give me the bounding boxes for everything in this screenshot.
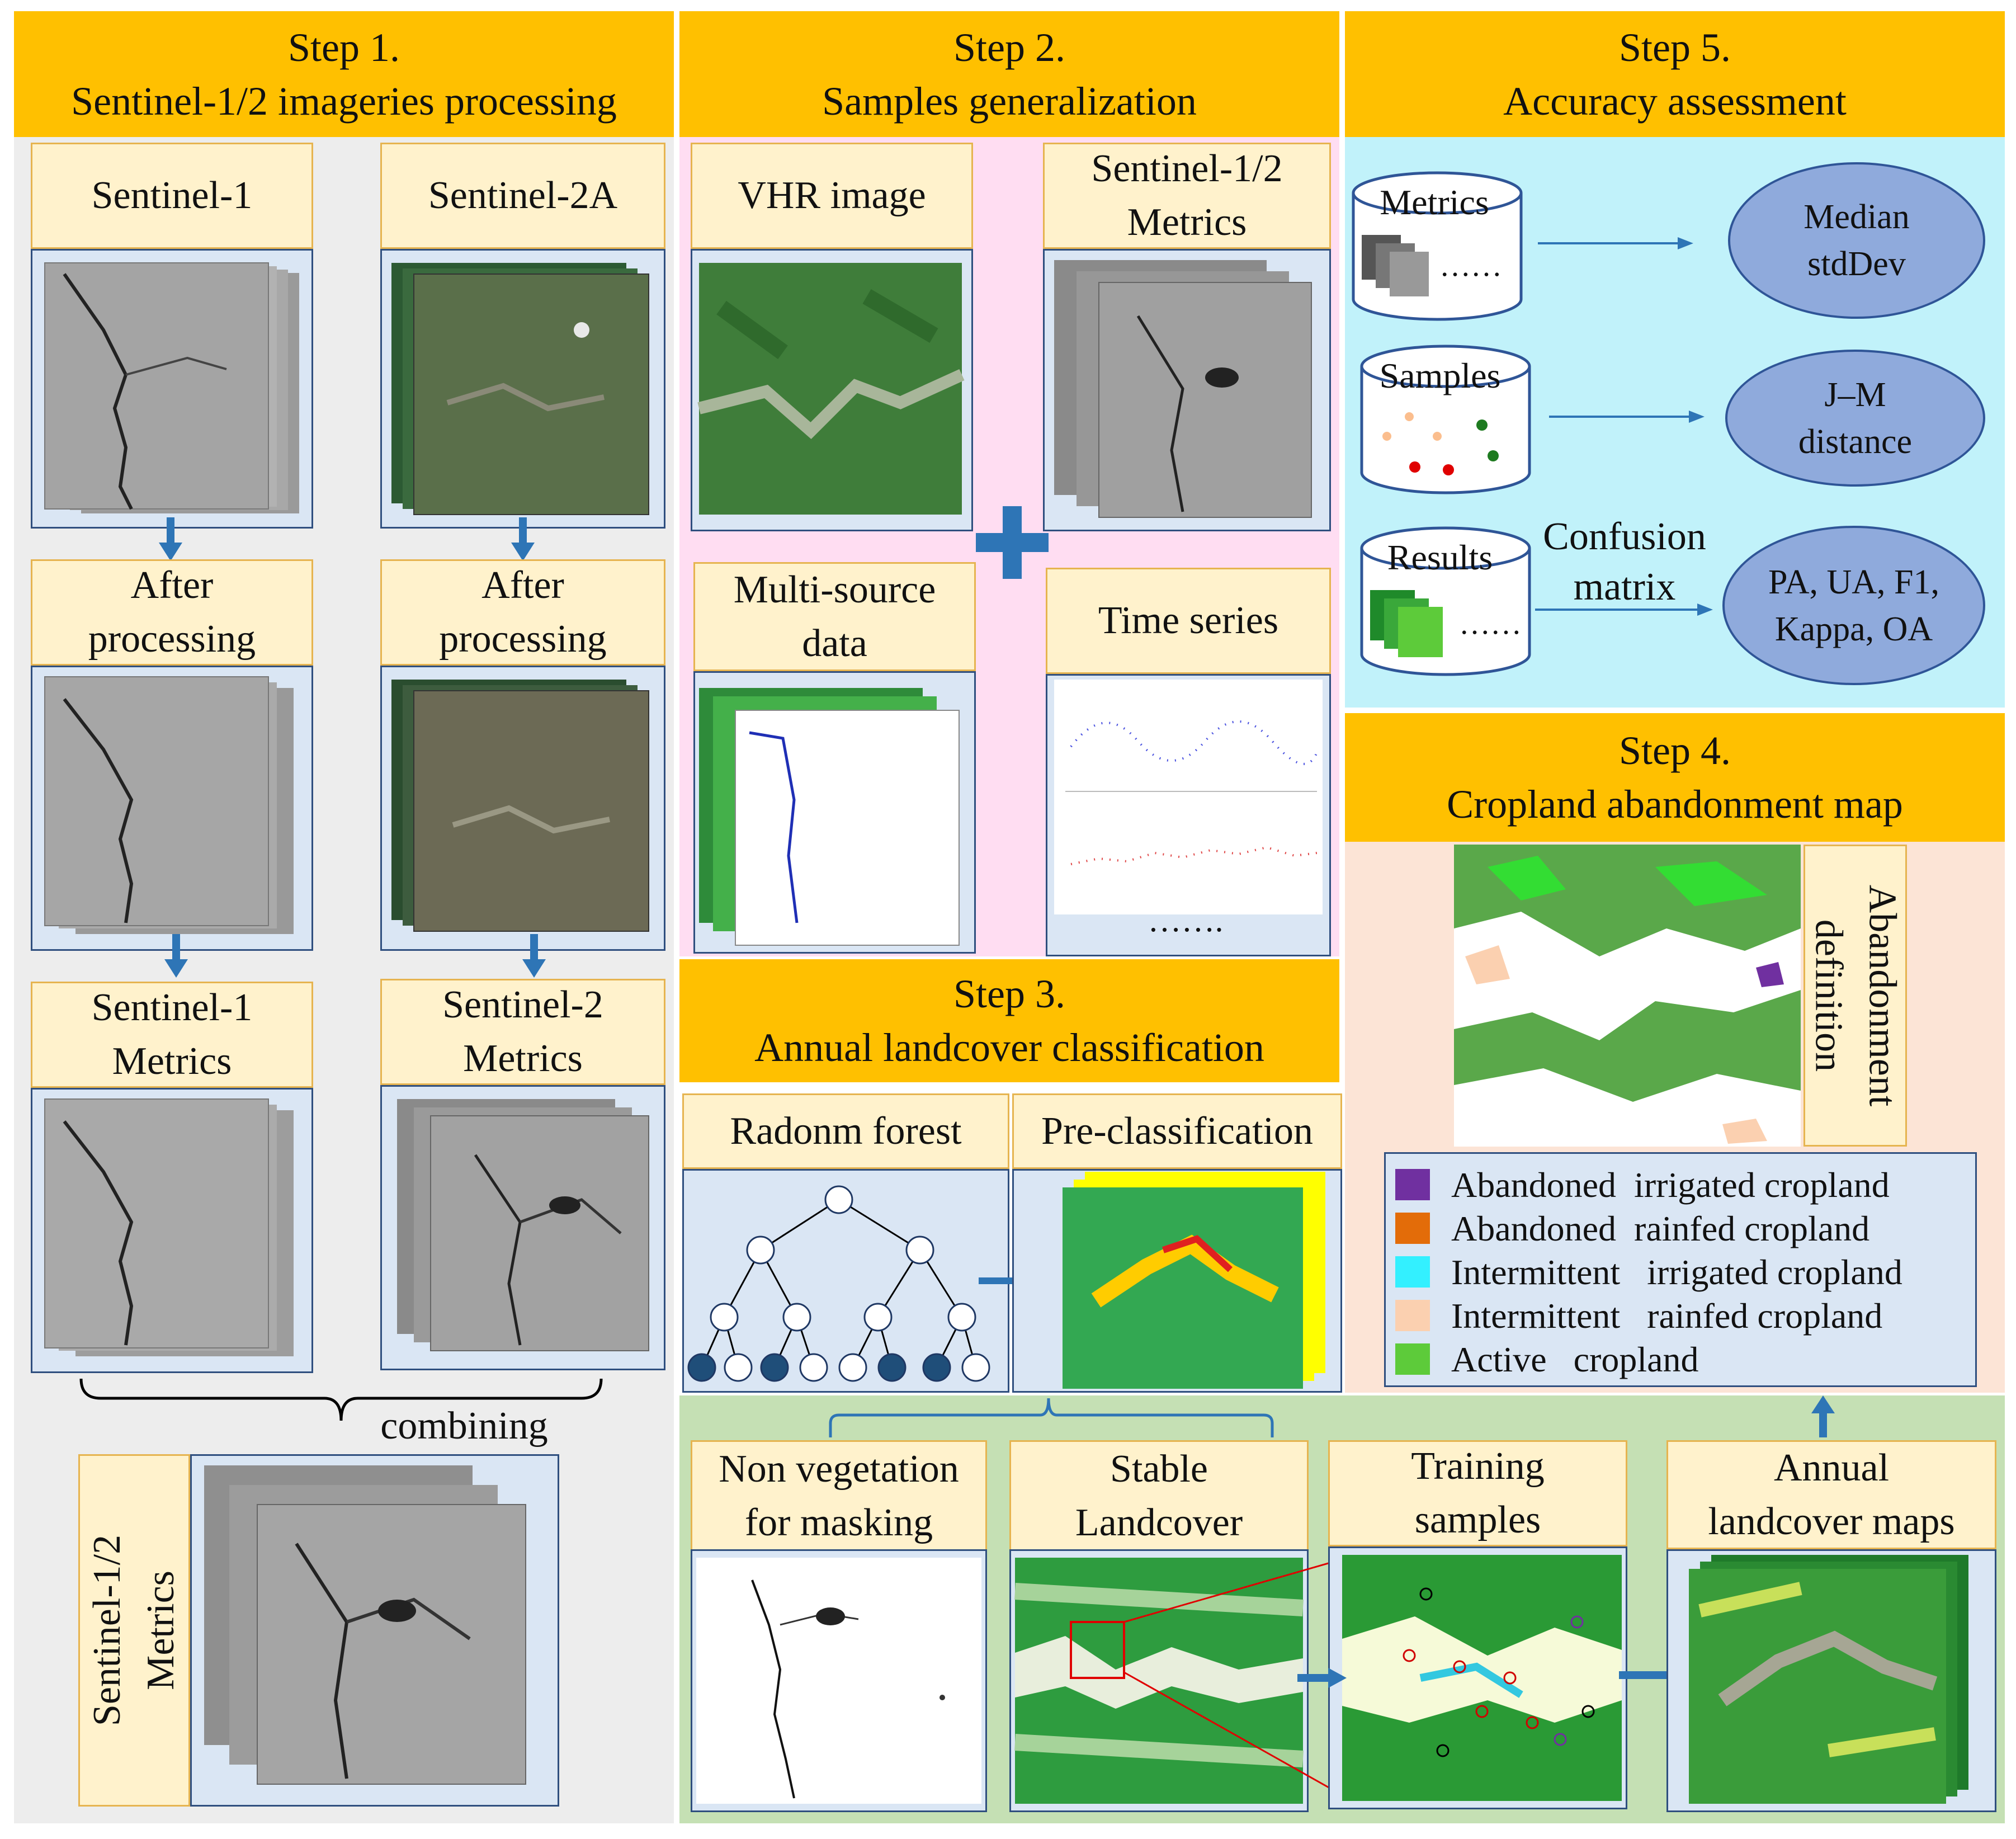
legend-label: Intermittent rainfed cropland (1451, 1296, 1883, 1336)
step2-header: Step 2. Samples generalization (679, 11, 1339, 137)
non-vegetation-map (696, 1558, 981, 1804)
step1-header: Step 1. Sentinel-1/2 imageries processin… (14, 11, 674, 137)
vhr-image (697, 263, 965, 515)
legend-box (1384, 1152, 1977, 1387)
step2-subtitle: Samples generalization (822, 78, 1197, 124)
legend-swatch (1395, 1343, 1430, 1375)
sentinel2a-raw-stack (391, 263, 649, 515)
legend-label: Active cropland (1451, 1340, 1699, 1379)
samples-cylinder (1360, 345, 1531, 494)
samples-db-label: Samples (1379, 356, 1501, 395)
legend-label: Abandoned irrigated cropland (1451, 1165, 1890, 1205)
random-forest-label: Radonm forest (682, 1093, 1009, 1169)
step5-title: Step 5. (1618, 25, 1731, 70)
zoom-lines (1123, 1557, 1348, 1799)
plus-icon (976, 506, 1049, 579)
step5-header: Step 5. Accuracy assessment (1345, 11, 2005, 137)
split-brace (829, 1398, 1274, 1437)
time-series-label: Time series (1046, 568, 1331, 674)
legend-swatch (1395, 1256, 1430, 1288)
legend-swatch (1395, 1213, 1430, 1244)
arrow-annual-to-map (1811, 1395, 1835, 1437)
step1-subtitle: Sentinel-1/2 imageries processing (71, 78, 617, 124)
step3-header: Step 3. Annual landcover classification (679, 959, 1339, 1082)
annual-maps-stack (1689, 1555, 1968, 1804)
metrics-db-dots: …… (1439, 248, 1502, 283)
combining-text: combining (380, 1404, 548, 1447)
arrow-s2-to-metrics (522, 934, 546, 978)
results-db-dots: …… (1459, 606, 1522, 641)
step4-header: Step 4. Cropland abandonment map (1345, 713, 2005, 842)
arrow-metrics-to-median (1538, 237, 1693, 249)
step3-title: Step 3. (953, 972, 1065, 1016)
sentinel2a-label: Sentinel-2A (380, 143, 665, 249)
step4-subtitle: Cropland abandonment map (1447, 782, 1903, 827)
arrow-samples-to-jm (1549, 411, 1705, 423)
accuracy-metrics-ellipse: PA, UA, F1,Kappa, OA (1722, 526, 1985, 685)
stable-landcover-map (1014, 1558, 1304, 1804)
combining-brace (79, 1378, 603, 1421)
arrow-s1-to-metrics (164, 934, 188, 978)
results-db-label: Results (1387, 537, 1493, 577)
legend-swatch (1395, 1169, 1430, 1200)
arrow-s2-to-after (511, 517, 535, 561)
step3-subtitle: Annual landcover classification (754, 1025, 1264, 1070)
step2-title: Step 2. (953, 25, 1065, 70)
sentinel1-raw-stack (44, 262, 299, 513)
combined-metrics-stack (204, 1465, 526, 1785)
s1-processed-stack (44, 676, 294, 934)
random-forest-tree (687, 1185, 990, 1382)
legend-label: Abandoned rainfed cropland (1451, 1209, 1870, 1248)
step4-title: Step 4. (1618, 728, 1731, 773)
metrics-db-label: Metrics (1380, 182, 1489, 222)
preclassification-map (1063, 1172, 1325, 1389)
multi-source-stack (699, 688, 960, 946)
step5-subtitle: Accuracy assessment (1503, 78, 1847, 124)
s2-metrics-stack (397, 1099, 649, 1351)
sentinel1-label: Sentinel-1 (31, 143, 313, 249)
s2-processed-stack (391, 680, 649, 932)
vhr-label: VHR image (691, 143, 973, 249)
step1-title: Step 1. (287, 25, 400, 70)
legend-swatch (1395, 1300, 1430, 1331)
arrow-s1-to-after (159, 517, 182, 561)
training-samples-map (1342, 1555, 1622, 1801)
arrow-results-to-accuracy (1535, 603, 1713, 616)
results-cylinder (1360, 526, 1531, 676)
s1-metrics-stack (44, 1098, 294, 1356)
preclassification-label: Pre-classification (1012, 1093, 1342, 1169)
legend-label: Intermittent irrigated cropland (1451, 1252, 1902, 1292)
arrow-stable-to-training (1297, 1668, 1347, 1688)
metrics-cylinder (1352, 171, 1523, 321)
abandonment-map (1454, 845, 1801, 1147)
time-series-chart (1054, 680, 1323, 914)
time-series-ellipsis: ……. (1148, 902, 1224, 939)
s12-metrics-stack (1054, 260, 1312, 518)
